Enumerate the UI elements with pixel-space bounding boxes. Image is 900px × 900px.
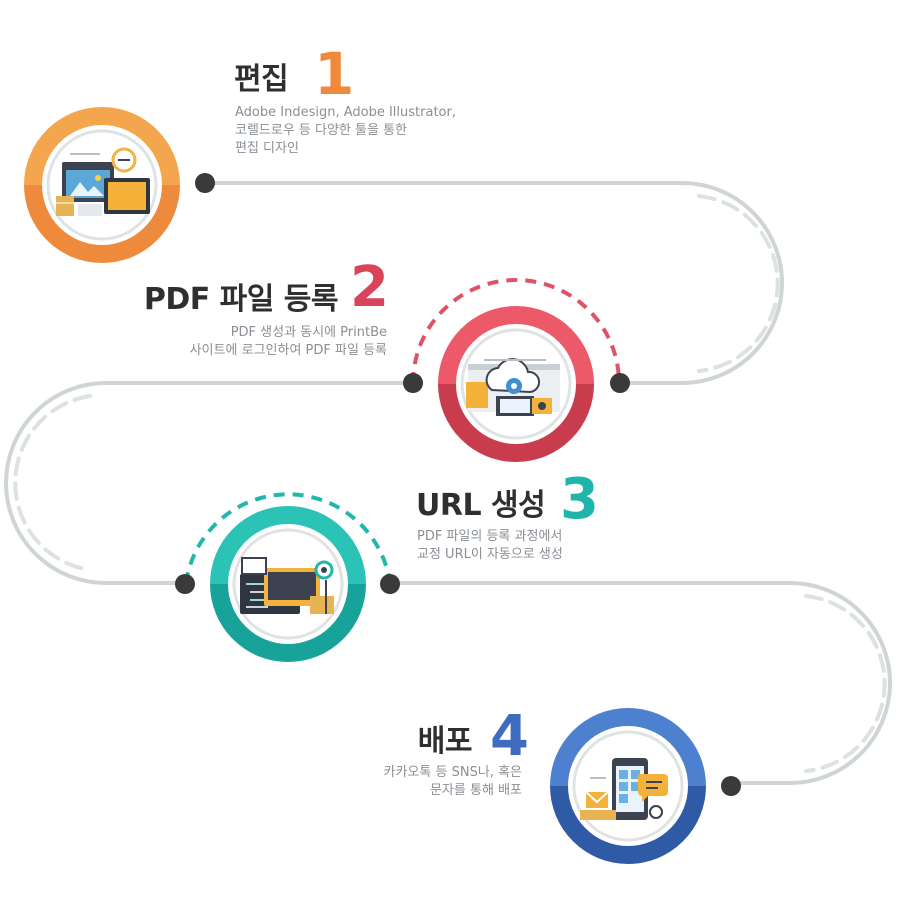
step-4-desc-line: 문자를 통해 배포 — [430, 783, 522, 798]
step-2-number: 2 — [350, 255, 389, 320]
design-workstation-icon — [56, 147, 150, 216]
code-editor-icon — [240, 557, 334, 614]
step-3-title: URL 생성 — [416, 488, 546, 523]
step-3-right-dot — [380, 574, 400, 594]
step-2-right-dot — [610, 373, 630, 393]
step-1-connector-dot — [195, 173, 215, 193]
step-4-title: 배포 — [417, 724, 473, 759]
step-3-circle — [210, 506, 366, 662]
step-2-left-dot — [403, 373, 423, 393]
step-4-number: 4 — [490, 704, 529, 769]
step-4-desc-line: 카카오톡 등 SNS나, 혹은 — [383, 765, 522, 780]
step-3-left-dot — [175, 574, 195, 594]
step-1-desc-line: 코렐드로우 등 다양한 툴을 통한 — [235, 123, 408, 138]
step-3-dashed-arc — [184, 492, 392, 584]
step-2-title: PDF 파일 등록 — [143, 282, 339, 317]
step-1-description: Adobe Indesign, Adobe Illustrator, 코렐드로우… — [235, 104, 456, 158]
step-4-circle — [550, 708, 706, 864]
step-4-connector-dot — [721, 776, 741, 796]
step-2-dashed-arc — [411, 278, 621, 384]
step-1-desc-line: 편집 디자인 — [235, 141, 299, 156]
step-3-desc-line: 교정 URL이 자동으로 생성 — [417, 547, 563, 562]
connector-path — [4, 181, 892, 785]
step-2-desc-line: 사이트에 로그인하여 PDF 파일 등록 — [189, 343, 387, 358]
step-3-number: 3 — [560, 467, 599, 532]
step-1-title: 편집 — [234, 62, 289, 97]
step-2-desc-line: PDF 생성과 동시에 PrintBe — [230, 325, 387, 340]
step-2-description: PDF 생성과 동시에 PrintBe 사이트에 로그인하여 PDF 파일 등록 — [190, 324, 387, 360]
cloud-upload-icon — [466, 358, 560, 416]
step-1-circle — [24, 107, 180, 263]
mobile-share-icon — [580, 758, 668, 820]
step-2-circle — [438, 306, 594, 462]
step-1-desc-line: Adobe Indesign, Adobe Illustrator, — [235, 105, 456, 120]
step-3-desc-line: PDF 파일의 등록 과정에서 — [417, 529, 563, 544]
step-1-number: 1 — [314, 40, 354, 108]
step-3-description: PDF 파일의 등록 과정에서 교정 URL이 자동으로 생성 — [417, 528, 563, 564]
step-4-description: 카카오톡 등 SNS나, 혹은 문자를 통해 배포 — [384, 764, 522, 800]
